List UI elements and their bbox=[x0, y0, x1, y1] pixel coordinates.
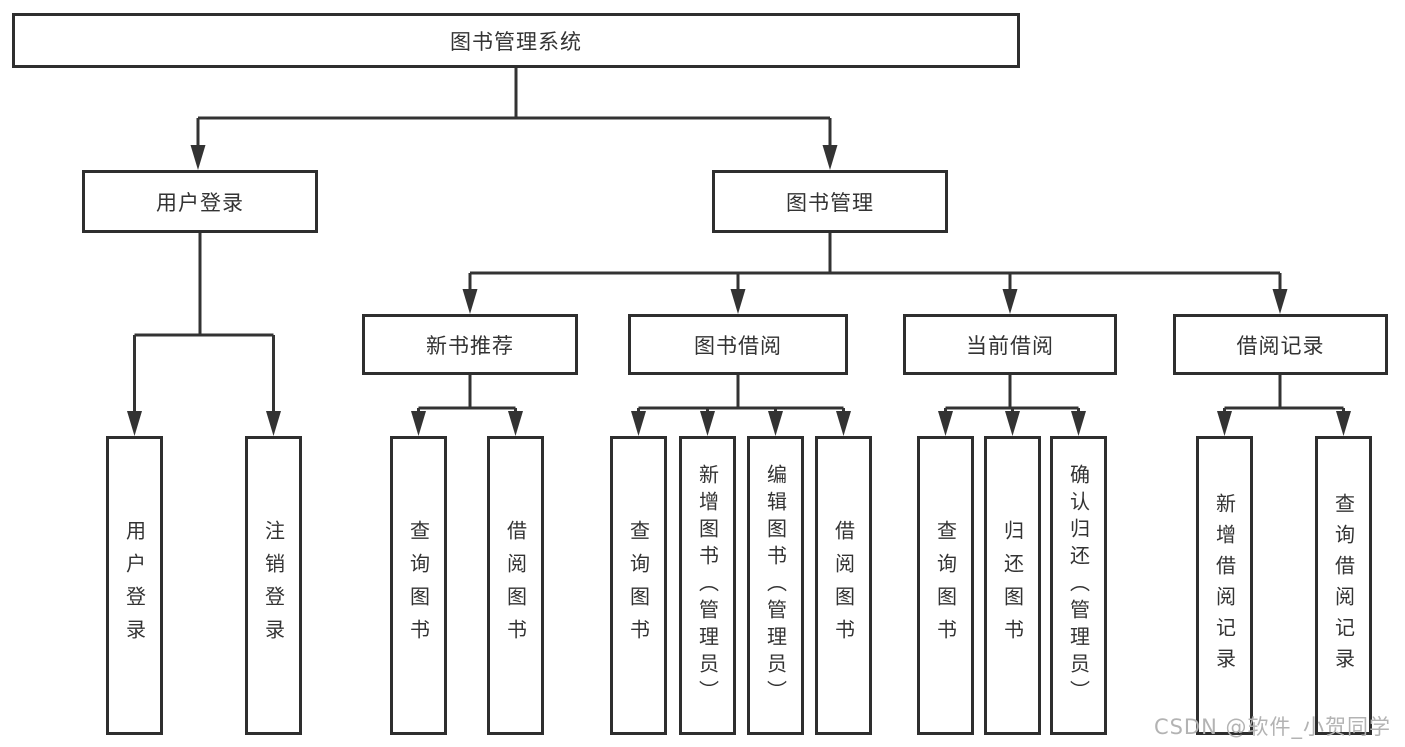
section-borrow-record: 借阅记录 bbox=[1173, 314, 1388, 375]
section-book-borrow: 图书借阅 bbox=[628, 314, 848, 375]
leaf-query-books-recommend: 查询图书 bbox=[390, 436, 447, 735]
leaf-add-books-admin: 新增图书（管理员） bbox=[679, 436, 736, 735]
leaf-add-borrow-record: 新增借阅记录 bbox=[1196, 436, 1253, 735]
leaf-query-books-current: 查询图书 bbox=[917, 436, 974, 735]
leaf-query-borrow-record: 查询借阅记录 bbox=[1315, 436, 1372, 735]
leaf-return-books: 归还图书 bbox=[984, 436, 1041, 735]
leaf-edit-books-admin: 编辑图书（管理员） bbox=[747, 436, 804, 735]
leaf-query-books-borrow: 查询图书 bbox=[610, 436, 667, 735]
section-current-borrow: 当前借阅 bbox=[903, 314, 1117, 375]
leaf-user-login: 用户登录 bbox=[106, 436, 163, 735]
branch-user-login: 用户登录 bbox=[82, 170, 318, 233]
node-root-system: 图书管理系统 bbox=[12, 13, 1020, 68]
branch-book-management: 图书管理 bbox=[712, 170, 948, 233]
leaf-confirm-return-admin: 确认归还（管理员） bbox=[1050, 436, 1107, 735]
csdn-watermark: CSDN @软件_小贺同学 bbox=[1153, 715, 1391, 739]
leaf-logout-login: 注销登录 bbox=[245, 436, 302, 735]
leaf-borrow-books-recommend: 借阅图书 bbox=[487, 436, 544, 735]
leaf-borrow-books: 借阅图书 bbox=[815, 436, 872, 735]
section-new-book-recommend: 新书推荐 bbox=[362, 314, 578, 375]
